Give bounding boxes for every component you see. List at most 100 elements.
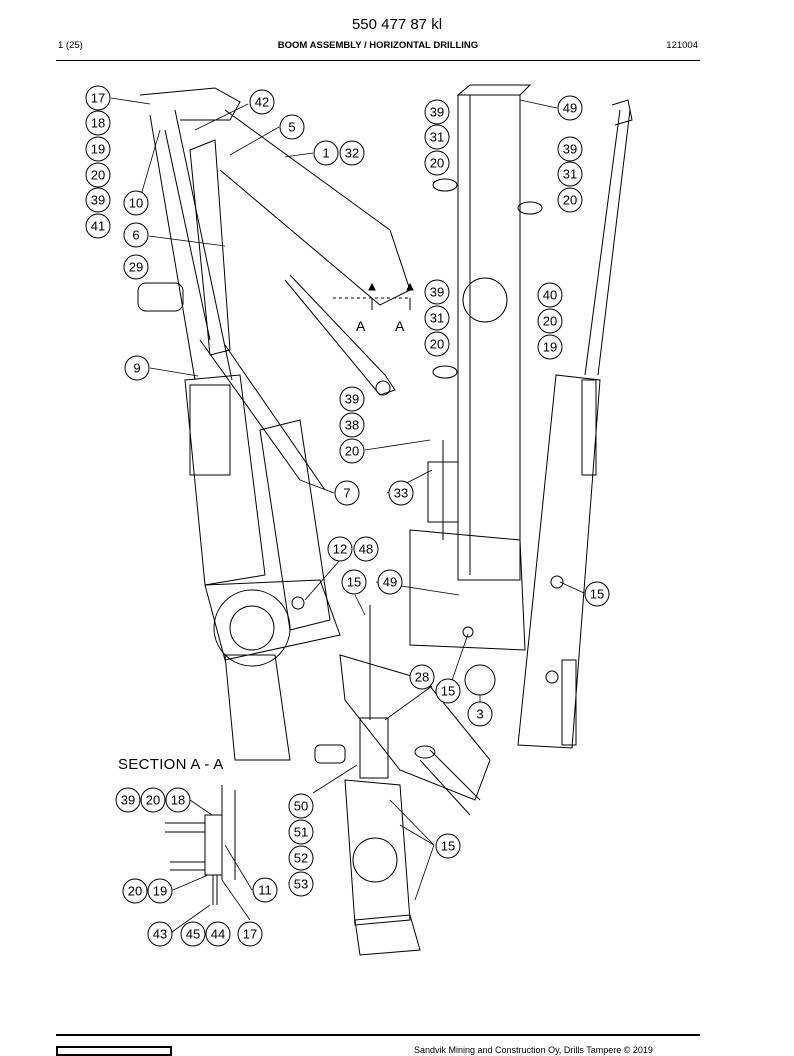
callout-circle xyxy=(279,114,305,140)
callout-number: 20 xyxy=(543,314,557,329)
callout-circle xyxy=(409,664,435,690)
callout-circle xyxy=(435,833,461,859)
callout-number: 19 xyxy=(153,884,167,899)
callout-balloon-7: 7 xyxy=(334,480,360,506)
callout-number: 51 xyxy=(294,825,308,840)
callout-circle xyxy=(288,845,314,871)
callout-circle xyxy=(85,136,111,162)
section-a-mark-right: A xyxy=(395,318,405,334)
callout-circle xyxy=(377,569,403,595)
callout-balloon-45: 45 xyxy=(180,921,206,947)
section-label: SECTION A - A xyxy=(118,756,224,773)
page-number: 1 (25) xyxy=(58,40,83,51)
page-title: BOOM ASSEMBLY / HORIZONTAL DRILLING xyxy=(277,40,479,51)
callout-number: 29 xyxy=(129,260,143,275)
callout-number: 20 xyxy=(128,884,142,899)
callout-circle xyxy=(147,878,173,904)
callout-balloon-20: 20 xyxy=(424,150,450,176)
callout-number: 15 xyxy=(347,575,361,590)
callout-number: 45 xyxy=(186,927,200,942)
callout-balloon-1: 1 xyxy=(313,140,339,166)
callout-balloon-15: 15 xyxy=(341,569,367,595)
callout-balloon-19: 19 xyxy=(147,878,173,904)
callout-number: 18 xyxy=(171,793,185,808)
document-code: 121004 xyxy=(666,40,698,51)
main-boom-left xyxy=(137,87,411,761)
callout-circle xyxy=(123,254,149,280)
callout-number: 18 xyxy=(91,116,105,131)
callout-number: 12 xyxy=(333,542,347,557)
callout-number: 20 xyxy=(345,444,359,459)
callout-number: 38 xyxy=(345,418,359,433)
callout-circle xyxy=(424,331,450,357)
callout-circle xyxy=(339,412,365,438)
callout-circle xyxy=(288,793,314,819)
callout-circle xyxy=(339,438,365,464)
callout-circle xyxy=(147,921,173,947)
callout-circle xyxy=(537,334,563,360)
callout-circle xyxy=(557,161,583,187)
callout-number: 52 xyxy=(294,851,308,866)
callout-number: 20 xyxy=(146,793,160,808)
callout-number: 6 xyxy=(132,228,139,243)
callout-circle xyxy=(252,877,278,903)
callout-circle xyxy=(424,124,450,150)
callout-balloon-17: 17 xyxy=(237,921,263,947)
callout-circle xyxy=(341,569,367,595)
callout-balloon-44: 44 xyxy=(205,921,231,947)
callout-balloon-39: 39 xyxy=(424,279,450,305)
callout-circle xyxy=(85,213,111,239)
callout-number: 41 xyxy=(91,219,105,234)
callout-number: 40 xyxy=(543,288,557,303)
callout-balloon-20: 20 xyxy=(140,787,166,813)
callout-circle xyxy=(85,162,111,188)
callout-number: 20 xyxy=(430,156,444,171)
callout-balloon-42: 42 xyxy=(249,89,275,115)
callout-number: 39 xyxy=(121,793,135,808)
callout-number: 48 xyxy=(359,542,373,557)
callout-number: 39 xyxy=(91,193,105,208)
callout-circle xyxy=(123,190,149,216)
drill-unit-lower xyxy=(314,605,491,956)
callout-balloon-15: 15 xyxy=(435,833,461,859)
callout-balloon-19: 19 xyxy=(537,334,563,360)
callout-number: 17 xyxy=(91,91,105,106)
callout-balloon-50: 50 xyxy=(288,793,314,819)
callout-number: 39 xyxy=(345,392,359,407)
callout-balloon-49: 49 xyxy=(557,95,583,121)
callout-number: 10 xyxy=(129,196,143,211)
callout-circle xyxy=(557,95,583,121)
leader-lines xyxy=(110,97,585,933)
callout-number: 5 xyxy=(288,120,295,135)
callout-circle xyxy=(557,187,583,213)
callout-circle xyxy=(288,871,314,897)
callout-circle xyxy=(339,386,365,412)
callout-balloon-51: 51 xyxy=(288,819,314,845)
callout-balloon-9: 9 xyxy=(124,355,150,381)
callout-balloon-17: 17 xyxy=(85,85,111,111)
callout-number: 50 xyxy=(294,799,308,814)
section-a-mark-left: A xyxy=(356,318,366,334)
callout-balloon-33: 33 xyxy=(388,480,414,506)
callout-balloon-39: 39 xyxy=(339,386,365,412)
callout-number: 20 xyxy=(91,168,105,183)
callout-circle xyxy=(424,150,450,176)
callout-circle xyxy=(339,140,365,166)
footer-rule xyxy=(56,1034,700,1036)
callout-balloon-52: 52 xyxy=(288,845,314,871)
callout-balloon-39: 39 xyxy=(557,136,583,162)
callout-number: 32 xyxy=(345,146,359,161)
callout-circle xyxy=(180,921,206,947)
callout-balloon-19: 19 xyxy=(85,136,111,162)
callout-circle xyxy=(165,787,191,813)
callout-circle xyxy=(435,678,461,704)
callout-balloon-31: 31 xyxy=(424,305,450,331)
callout-balloon-20: 20 xyxy=(122,878,148,904)
callout-number: 3 xyxy=(476,707,483,722)
callout-circle xyxy=(85,110,111,136)
callout-circle xyxy=(313,140,339,166)
callout-circle xyxy=(122,878,148,904)
callout-balloon-10: 10 xyxy=(123,190,149,216)
callout-number: 19 xyxy=(543,340,557,355)
